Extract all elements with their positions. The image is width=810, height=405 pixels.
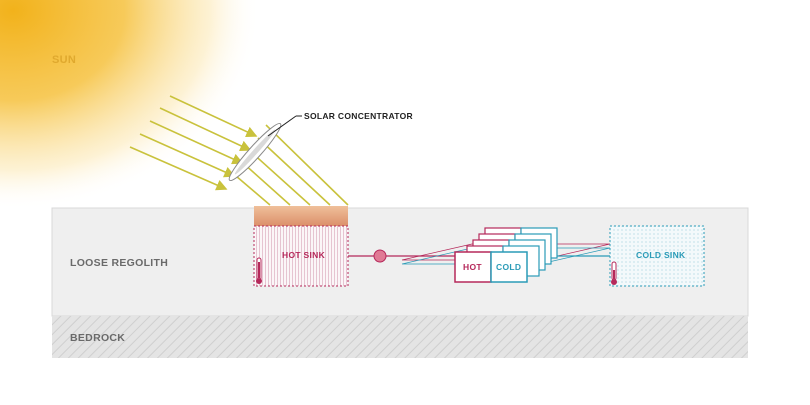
sun-label: SUN xyxy=(52,54,76,66)
sun-glow xyxy=(0,0,260,210)
incoming-sun-rays xyxy=(129,95,258,191)
sun-ray xyxy=(129,146,228,191)
hot-sink-thermometer-icon xyxy=(256,257,262,284)
cold-sink: COLD SINK xyxy=(609,225,705,287)
hot-sink-heated-surface xyxy=(254,206,348,228)
cold-sink-thermometer-icon xyxy=(611,261,617,285)
pump-valve-icon xyxy=(373,249,387,263)
sun: SUN xyxy=(0,0,260,210)
sun-ray xyxy=(169,95,258,138)
engine-hot-label: HOT xyxy=(463,262,482,272)
engine-cold-label: COLD xyxy=(496,262,521,272)
concentrator-lens-core xyxy=(234,129,276,175)
focused-ray xyxy=(265,124,349,206)
heat-engine: HOT COLD xyxy=(401,227,611,283)
bedrock-label: BEDROCK xyxy=(70,332,125,344)
concentrated-rays xyxy=(235,124,349,206)
focused-ray xyxy=(242,162,291,206)
sun-ray xyxy=(159,107,252,152)
sun-ray xyxy=(139,133,236,178)
focused-ray xyxy=(257,137,331,206)
concentrator-leader-line xyxy=(267,115,297,137)
solar-concentrator-label: SOLAR CONCENTRATOR xyxy=(304,111,413,121)
solar-concentrator: SOLAR CONCENTRATOR xyxy=(228,111,413,182)
cold-sink-label: COLD SINK xyxy=(636,250,686,260)
loose-regolith-label: LOOSE REGOLITH xyxy=(70,257,168,269)
hot-sink: HOT SINK xyxy=(253,225,349,287)
sun-ray xyxy=(149,120,244,165)
engine-cold-plate xyxy=(490,251,528,283)
focused-ray xyxy=(249,150,311,206)
hot-sink-label: HOT SINK xyxy=(282,250,326,260)
focused-ray xyxy=(235,175,271,206)
bedrock-layer xyxy=(52,316,748,358)
cold-sink-box xyxy=(609,225,705,287)
hot-sink-box xyxy=(253,225,349,287)
